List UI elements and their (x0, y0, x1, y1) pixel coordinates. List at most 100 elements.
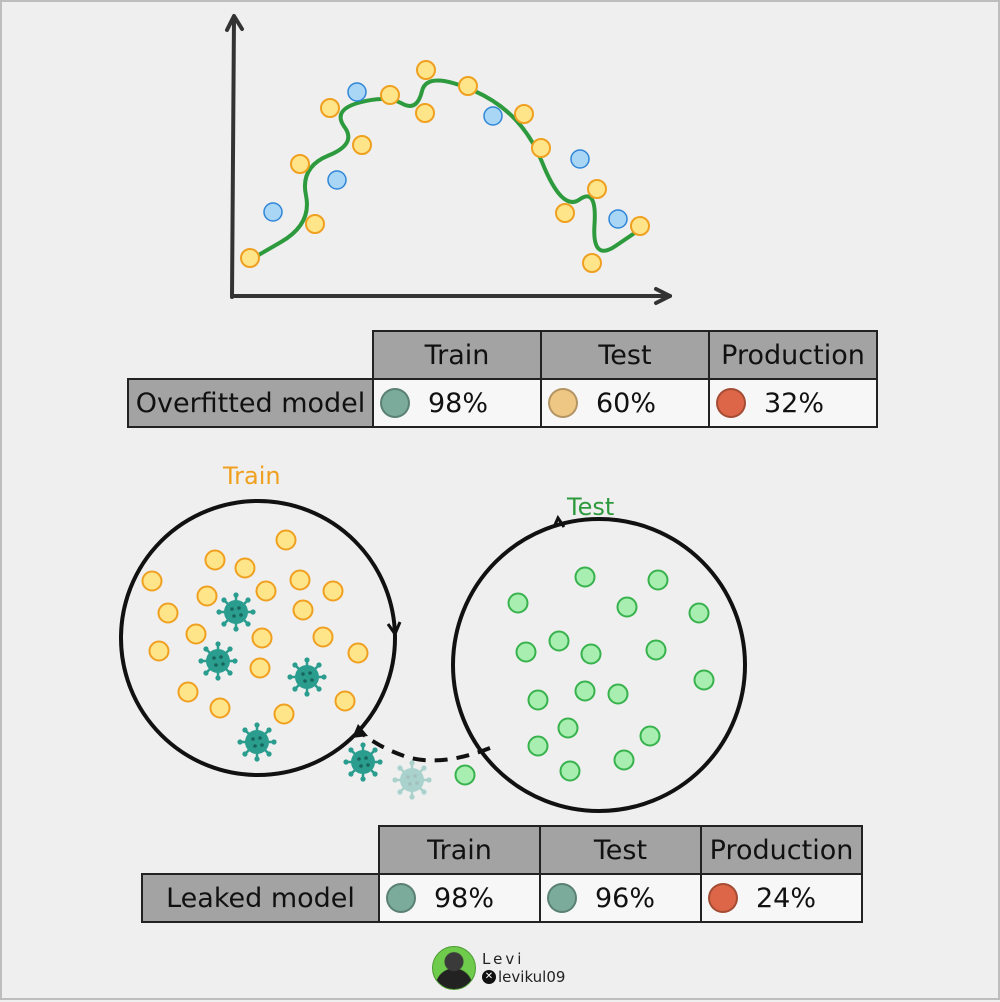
test-sample-dot (645, 639, 667, 661)
test-sample-dot (527, 689, 549, 711)
plot-axes (225, 14, 672, 305)
score-value: 24% (756, 882, 817, 914)
column-header-production: Production (708, 330, 878, 380)
test-sample-dot (639, 725, 661, 747)
test-data-point (263, 202, 283, 222)
train-data-point (290, 154, 310, 174)
score-value: 60% (596, 387, 657, 419)
test-data-point (347, 82, 367, 102)
column-header-test: Test (540, 330, 710, 380)
train-sample-dot (196, 585, 218, 607)
test-sample-dot (574, 680, 596, 702)
train-data-point (380, 85, 400, 105)
test-sample-dot (580, 643, 602, 665)
test-data-point (570, 149, 590, 169)
test-sample-dot (515, 641, 537, 663)
score-dot (386, 883, 416, 913)
train-sample-dot (185, 623, 207, 645)
train-sample-dot (289, 569, 311, 591)
table-cell-train: 98% (372, 378, 542, 428)
y-axis (230, 15, 236, 299)
table-corner (142, 826, 379, 874)
train-sample-dot (177, 681, 199, 703)
test-sample-dot (548, 630, 570, 652)
train-data-point (514, 104, 534, 124)
virus-icon (287, 657, 327, 697)
test-sample-dot (607, 683, 629, 705)
column-header-train: Train (378, 825, 541, 875)
train-sample-dot (148, 640, 170, 662)
leaked-model-table: Train Test Production Leaked model 98% 9… (141, 825, 863, 923)
test-sample-dot (613, 749, 635, 771)
train-data-point (531, 138, 551, 158)
table-corner (128, 331, 373, 379)
score-dot (716, 388, 746, 418)
table-row: Leaked model 98% 96% 24% (141, 873, 863, 923)
train-sample-dot (275, 529, 297, 551)
test-sample-dot (693, 669, 715, 691)
overfitted-model-table: Train Test Production Overfitted model 9… (127, 330, 878, 428)
data-leakage-diagram (119, 499, 747, 813)
train-data-point (320, 98, 340, 118)
train-data-point (415, 103, 435, 123)
table-cell-test: 60% (540, 378, 710, 428)
author-name: Levi (482, 950, 525, 968)
train-sample-dot (322, 580, 344, 602)
score-value: 32% (764, 387, 825, 419)
train-sample-dot (292, 599, 314, 621)
table-cell-production: 24% (700, 873, 863, 923)
table-cell-test: 96% (539, 873, 702, 923)
table-header-row: Train Test Production (128, 330, 878, 380)
train-set-label: Train (223, 462, 281, 490)
train-sample-dot (347, 642, 369, 664)
column-header-production: Production (700, 825, 863, 875)
test-circle-arrowhead (552, 514, 566, 528)
score-dot (380, 388, 410, 418)
train-data-point (305, 214, 325, 234)
test-sample-dot (557, 717, 579, 739)
train-sample-dot (251, 627, 273, 649)
overfit-curve (248, 78, 641, 262)
train-data-point (582, 253, 602, 273)
virus-icon (237, 722, 277, 762)
score-value: 98% (428, 387, 489, 419)
test-set-label: Test (567, 493, 615, 521)
score-dot (708, 883, 738, 913)
train-set-circle (119, 499, 397, 777)
test-sample-dot (507, 592, 529, 614)
leak-arrowhead (352, 724, 368, 738)
author-handle-row: ✕ levikul09 (482, 968, 565, 986)
x-axis-arrow (654, 287, 672, 305)
train-data-point (587, 179, 607, 199)
faded-virus-icon (392, 760, 432, 800)
train-sample-dot (255, 580, 277, 602)
table-cell-train: 98% (378, 873, 541, 923)
train-circle-arrowhead (386, 621, 402, 638)
score-dot (548, 388, 578, 418)
virus-icon (216, 592, 256, 632)
table-row: Overfitted model 98% 60% 32% (127, 378, 878, 428)
column-header-test: Test (539, 825, 702, 875)
test-sample-dot (647, 569, 669, 591)
virus-icon (198, 641, 238, 681)
train-sample-dot (312, 626, 334, 648)
test-data-point (483, 106, 503, 126)
train-data-point (555, 203, 575, 223)
train-sample-dot (209, 697, 231, 719)
train-sample-dot (273, 703, 295, 725)
table-header-row: Train Test Production (142, 825, 863, 875)
author-credit: Levi ✕ levikul09 (432, 946, 565, 990)
train-data-point (416, 60, 436, 80)
test-data-point (608, 209, 628, 229)
row-label: Overfitted model (127, 378, 374, 428)
train-data-point (630, 216, 650, 236)
train-sample-dot (249, 657, 271, 679)
train-sample-dot (234, 557, 256, 579)
virus-icon (343, 742, 383, 782)
test-data-point (327, 170, 347, 190)
column-header-train: Train (372, 330, 542, 380)
test-sample-dot (574, 566, 596, 588)
train-data-point (458, 76, 478, 96)
